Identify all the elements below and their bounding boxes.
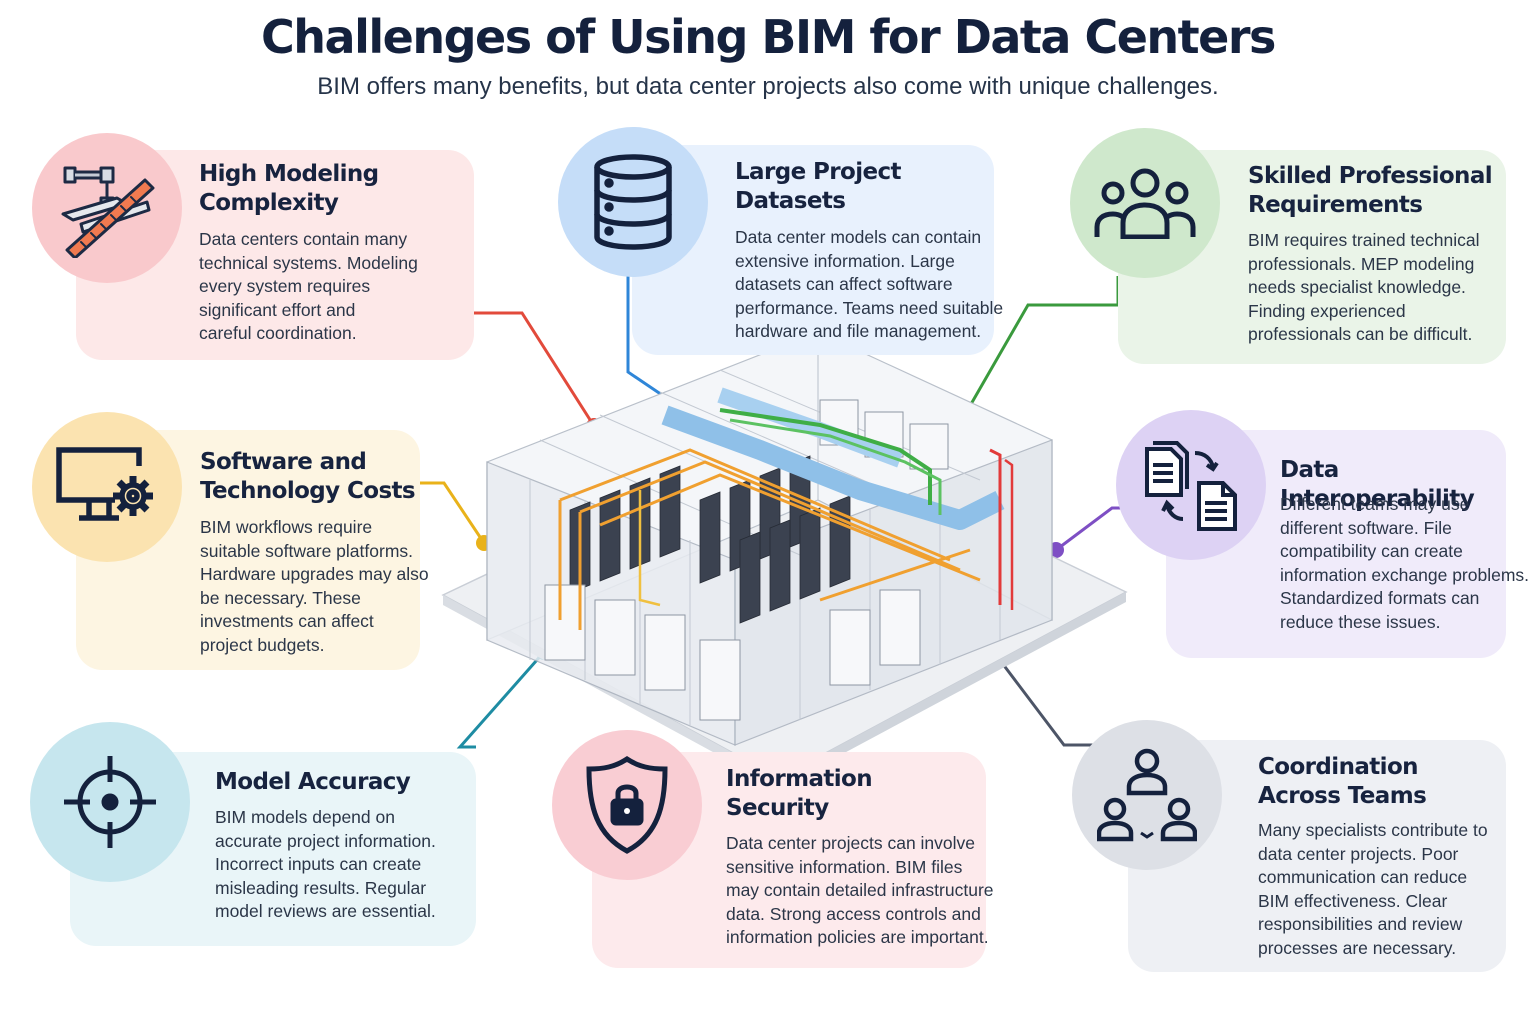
- card-title-line: Security: [726, 795, 829, 821]
- card-description-line: BIM requires trained technical: [1248, 230, 1480, 250]
- card-description-line: extensive information. Large: [735, 250, 955, 271]
- card-description-line: Data center models can contain: [735, 227, 982, 247]
- card-title: Model Accuracy: [215, 768, 411, 797]
- card-description-line: Different teams may use: [1280, 494, 1470, 514]
- card-description-line: hardware and file management.: [735, 321, 982, 341]
- card-description-line: communication can reduce: [1258, 867, 1468, 887]
- card-description-line: sensitive information. BIM files: [726, 856, 963, 877]
- card-description-line: data. Strong access controls and: [726, 903, 981, 924]
- people-group-icon: [1070, 128, 1220, 278]
- pipes-and-ruler-icon: [32, 133, 182, 283]
- card-title-line: Data Interoperability: [1280, 457, 1475, 512]
- card-description-line: Data centers contain many: [199, 229, 408, 249]
- card-description: Many specialists contribute to data cente…: [1258, 819, 1488, 960]
- monitor-gear-icon: [32, 412, 182, 562]
- card-description-line: processes are necessary.: [1258, 937, 1457, 958]
- card-description-line: technical systems. Modeling: [199, 252, 418, 273]
- card-description-line: be necessary. These: [200, 587, 361, 608]
- card-description-line: reduce these issues.: [1280, 611, 1441, 632]
- card-description-line: BIM models depend on: [215, 807, 395, 827]
- card-description-line: professionals can be difficult.: [1248, 324, 1473, 344]
- card-title-line: Technology Costs: [200, 478, 416, 504]
- card-title: Data Interoperability: [1280, 456, 1536, 514]
- card-description: BIM requires trained technical profession…: [1248, 229, 1480, 347]
- card-description-line: datasets can affect software: [735, 274, 953, 294]
- card-title-line: Coordination: [1258, 754, 1419, 780]
- connector-line-software: [420, 481, 486, 544]
- card-description-line: Data center projects can involve: [726, 833, 976, 853]
- card-title-line: Across Teams: [1258, 783, 1427, 809]
- shield-lock-icon: [552, 730, 702, 880]
- card-description-line: BIM effectiveness. Clear: [1258, 890, 1448, 911]
- card-description-line: accurate project information.: [215, 830, 436, 851]
- card-description-line: responsibilities and review: [1258, 914, 1463, 934]
- card-description-line: careful coordination.: [199, 323, 357, 343]
- card-description-line: different software. File: [1280, 517, 1452, 538]
- database-icon: [558, 127, 708, 277]
- document-exchange-icon: [1116, 410, 1266, 560]
- card-description-line: Hardware upgrades may also: [200, 564, 429, 584]
- card-title-line: Information: [726, 766, 873, 792]
- card-title-line: Software and: [200, 449, 367, 475]
- card-description-line: needs specialist knowledge.: [1248, 277, 1466, 297]
- connector-line-datasets: [626, 276, 669, 401]
- crosshair-target-icon: [30, 722, 190, 882]
- card-description-line: significant effort and: [199, 299, 356, 320]
- card-description: BIM models depend on accurate project inf…: [215, 806, 436, 924]
- card-description-line: misleading results. Regular: [215, 877, 427, 898]
- card-description-line: professionals. MEP modeling: [1248, 253, 1475, 274]
- card-description-line: BIM workflows require: [200, 517, 373, 537]
- card-description-line: model reviews are essential.: [215, 901, 436, 921]
- card-title-line: High Modeling: [199, 161, 379, 187]
- card-title-line: Skilled Professional: [1248, 163, 1493, 189]
- connector-line-coordination: [988, 646, 1100, 747]
- card-description-line: data center projects. Poor: [1258, 843, 1459, 864]
- card-description-line: may contain detailed infrastructure: [726, 880, 994, 900]
- card-description: Data centers contain many technical syste…: [199, 228, 418, 346]
- card-description-line: every system requires: [199, 276, 371, 296]
- card-description-line: information exchange problems.: [1280, 564, 1530, 585]
- team-network-icon: [1072, 720, 1222, 870]
- card-description-line: Standardized formats can: [1280, 588, 1480, 608]
- card-title-line: Datasets: [735, 188, 846, 214]
- card-description: BIM workflows require suitable software p…: [200, 516, 429, 657]
- card-description: Different teams may use different softwar…: [1280, 493, 1529, 634]
- card-description-line: project budgets.: [200, 634, 325, 655]
- connector-line-accuracy: [456, 651, 546, 749]
- card-title-line: Large Project: [735, 159, 902, 185]
- card-description-line: Many specialists contribute to: [1258, 820, 1488, 840]
- card-title-line: Complexity: [199, 190, 339, 216]
- card-description-line: compatibility can create: [1280, 541, 1463, 561]
- card-description: Data center projects can involve sensitiv…: [726, 832, 994, 950]
- connector-line-modeling: [474, 311, 596, 427]
- card-description-line: Finding experienced: [1248, 300, 1406, 321]
- card-description-line: information policies are important.: [726, 927, 989, 947]
- card-description-line: investments can affect: [200, 611, 374, 631]
- page-subtitle: BIM offers many benefits, but data cente…: [317, 73, 1219, 100]
- card-description-line: Incorrect inputs can create: [215, 854, 422, 874]
- card-title-line: Requirements: [1248, 192, 1423, 218]
- card-description: Data center models can contain extensive …: [735, 226, 1003, 344]
- page-title: Challenges of Using BIM for Data Centers: [261, 10, 1276, 64]
- card-title-line: Model Accuracy: [215, 769, 411, 795]
- card-description-line: suitable software platforms.: [200, 540, 414, 561]
- card-description-line: performance. Teams need suitable: [735, 297, 1004, 318]
